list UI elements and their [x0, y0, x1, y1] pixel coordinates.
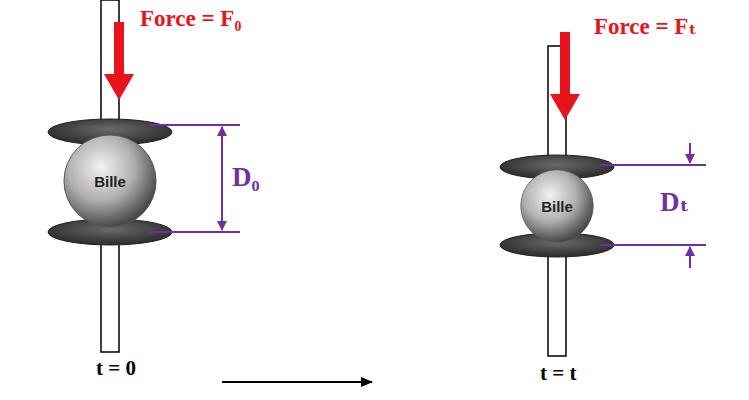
dimension-label: Dₜ [660, 188, 690, 218]
time-label: t = 0 [96, 357, 136, 380]
time-label: t = t [540, 362, 576, 385]
dimension-label: D₀ [232, 163, 260, 193]
ball: Bille [520, 169, 594, 243]
time-arrow [222, 381, 372, 383]
force-label: Force = Fₜ [594, 14, 697, 39]
ball-label: Bille [520, 198, 594, 215]
ball: Bille [63, 134, 157, 228]
press-left [48, 0, 240, 352]
ball-label: Bille [63, 173, 157, 190]
press-right [500, 32, 706, 356]
force-label: Force = F₀ [140, 6, 241, 31]
